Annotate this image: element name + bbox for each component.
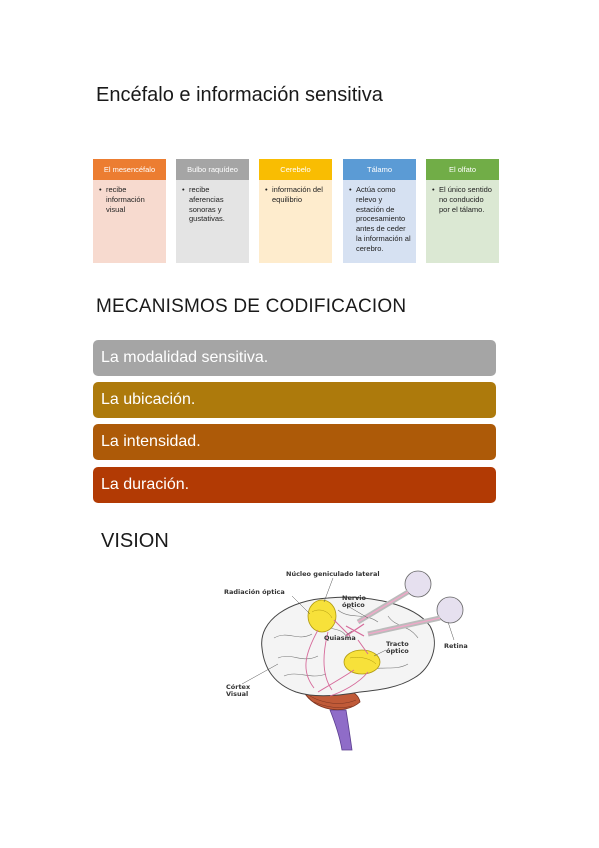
card-header: Bulbo raquídeo — [176, 159, 249, 180]
card-text: Actúa como relevo y estación de procesam… — [356, 185, 411, 253]
mechanism-modalidad: La modalidad sensitiva. — [93, 340, 496, 376]
mechanism-ubicacion: La ubicación. — [93, 382, 496, 418]
bullet-icon: • — [182, 185, 185, 194]
brain-outline — [261, 596, 435, 697]
card-text: El único sentido no conducido por el tál… — [439, 185, 492, 214]
card-header: Cerebelo — [259, 159, 332, 180]
card-body: • información del equilibrio — [259, 180, 332, 205]
label-optic-tract-2: óptico — [386, 647, 409, 655]
label-optic-radiation: Radiación óptica — [224, 588, 285, 596]
label-cortex-1: Córtex — [226, 683, 251, 691]
label-optic-tract-1: Tracto — [386, 640, 409, 648]
label-cortex-2: Visual — [226, 690, 248, 698]
card-body: • Actúa como relevo y estación de procesa… — [343, 180, 416, 254]
label-optic-nerve-2: óptico — [342, 601, 365, 609]
card-olfato: El olfato • El único sentido no conducido… — [426, 159, 499, 263]
mechanism-duracion: La duración. — [93, 467, 496, 503]
card-body: • recibe aferencias sonoras y gustativas. — [176, 180, 249, 224]
bullet-icon: • — [265, 185, 268, 194]
label-optic-nerve-1: Nervio — [342, 594, 367, 602]
card-header: El olfato — [426, 159, 499, 180]
card-text: información del equilibrio — [272, 185, 323, 204]
bullet-icon: • — [432, 185, 435, 194]
card-text: recibe información visual — [106, 185, 145, 214]
mechanism-intensidad: La intensidad. — [93, 424, 496, 460]
bullet-icon: • — [349, 185, 352, 194]
visual-pathway-diagram: Núcleo geniculado lateral Radiación ópti… — [224, 570, 468, 751]
brainstem — [329, 709, 353, 751]
label-chiasm: Quiasma — [324, 634, 356, 642]
bullet-icon: • — [99, 185, 102, 194]
section-title-encefalo: Encéfalo e información sensitiva — [96, 84, 383, 106]
card-mesencefalo: El mesencéfalo • recibe información visua… — [93, 159, 166, 263]
lgn-nucleus — [307, 599, 337, 633]
label-retina: Retina — [444, 642, 468, 650]
section-title-vision: VISION — [101, 530, 169, 552]
card-text: recibe aferencias sonoras y gustativas. — [189, 185, 225, 224]
left-eye — [404, 570, 432, 598]
label-lgn: Núcleo geniculado lateral — [286, 570, 380, 578]
card-cerebelo: Cerebelo • información del equilibrio — [259, 159, 332, 263]
card-bulbo-raquideo: Bulbo raquídeo • recibe aferencias sonora… — [176, 159, 249, 263]
card-header: Tálamo — [343, 159, 416, 180]
card-body: • El único sentido no conducido por el tá… — [426, 180, 499, 214]
card-body: • recibe información visual — [93, 180, 166, 214]
card-header: El mesencéfalo — [93, 159, 166, 180]
card-talamo: Tálamo • Actúa como relevo y estación de … — [343, 159, 416, 263]
section-title-mecanismos: MECANISMOS DE CODIFICACION — [96, 296, 407, 317]
right-eye — [436, 596, 464, 624]
